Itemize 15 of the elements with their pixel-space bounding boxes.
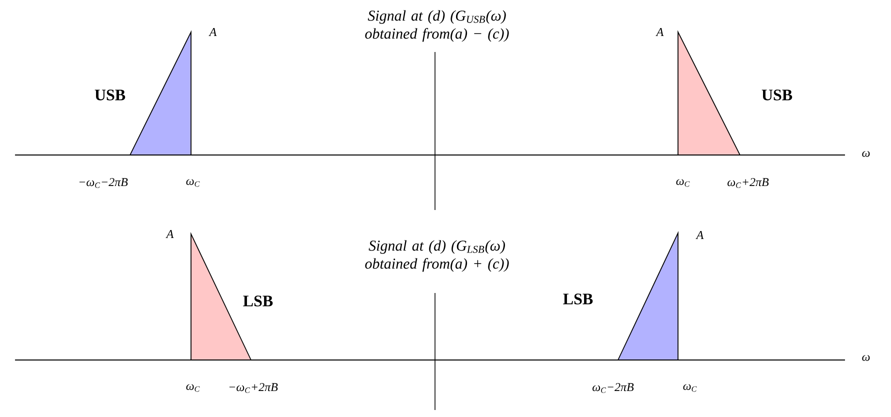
frequency-label: ω$_{C}$ [186,179,200,187]
frequency-label: ω$_{C}$−2πB [592,383,634,393]
panel-title: Signal at (d) (G$_{USB}$(ω) obtained from(a) − (c)) [365,10,509,42]
frequency-label: −ω$_{C}$−2πB [79,178,128,188]
axis-label: ω [862,355,870,361]
frequency-label: ω$_{C}$+2πB [728,178,769,188]
frequency-label: ω$_{C}$ [683,384,697,392]
frequency-label: ω$_{C}$ [676,179,690,187]
axis-label: ω [862,151,870,157]
frequency-label: ω$_{C}$ [186,384,200,392]
sideband-label: USB [94,90,126,100]
sideband-label: USB [762,90,792,100]
frequency-label: −ω$_{C}$+2πB [229,383,278,393]
amplitude-label: A [208,28,217,36]
amplitude-label: A [656,28,664,36]
